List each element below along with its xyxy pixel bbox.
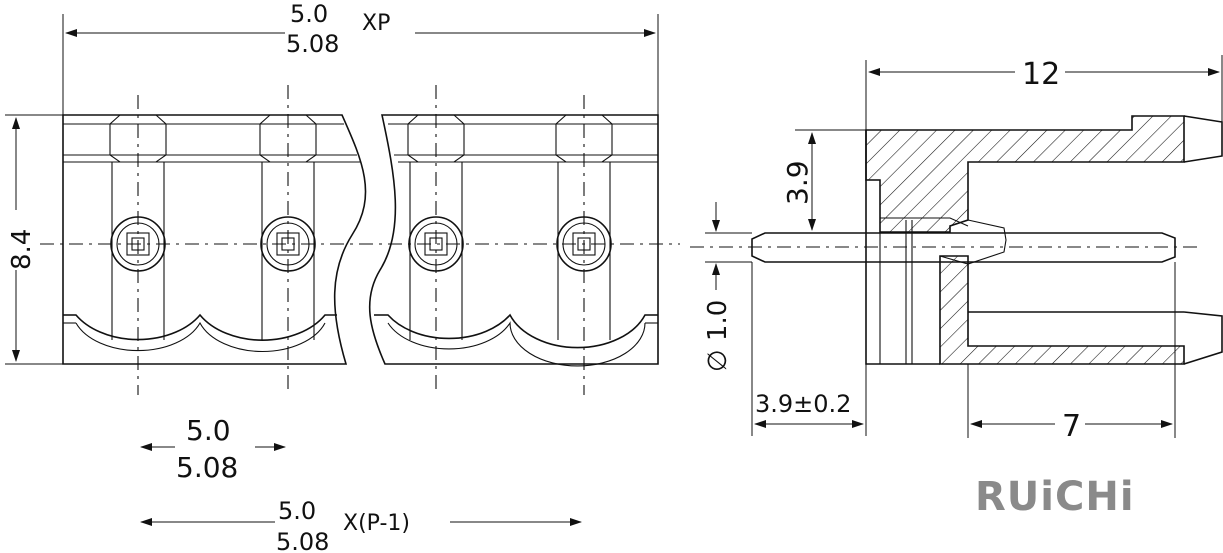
bottom-scallops bbox=[63, 313, 658, 367]
brand-logo: RUiCHi bbox=[975, 474, 1135, 520]
upper-hatch bbox=[865, 115, 1185, 233]
dim-pin-diameter: ∅ 1.0 bbox=[703, 202, 752, 372]
pin-diameter-label: ∅ 1.0 bbox=[703, 300, 733, 372]
connector-body-right bbox=[368, 114, 659, 365]
span-top: 5.0 bbox=[278, 497, 316, 525]
body-vertical-lines bbox=[111, 162, 611, 340]
front-view: 5.0 5.08 XP 8.4 5.0 5.08 5.0 5.08 X(P-1) bbox=[4, 0, 680, 553]
span-bottom: 5.08 bbox=[276, 528, 329, 553]
dim-span: 5.0 5.08 X(P-1) bbox=[140, 497, 582, 553]
length-label: 12 bbox=[1022, 57, 1060, 92]
dim-total-width: 5.0 5.08 XP bbox=[62, 0, 659, 115]
center-lines bbox=[40, 85, 680, 395]
pitch-top: 5.0 bbox=[186, 414, 231, 447]
total-width-bottom: 5.08 bbox=[286, 30, 339, 58]
lower-hatch bbox=[939, 255, 1185, 365]
height-label: 8.4 bbox=[7, 229, 37, 270]
dim-height: 8.4 bbox=[4, 114, 63, 365]
span-suffix: X(P-1) bbox=[343, 511, 410, 536]
dim-pitch: 5.0 5.08 bbox=[140, 414, 286, 484]
side-height-label: 3.9 bbox=[781, 160, 814, 205]
body-horizontal-lines bbox=[63, 123, 658, 324]
side-view: 12 3.9 ∅ 1.0 3.9±0.2 bbox=[690, 55, 1223, 444]
total-width-suffix: XP bbox=[362, 11, 390, 36]
dim-depth: 7 bbox=[967, 262, 1176, 444]
dim-height-side: 3.9 bbox=[781, 129, 866, 231]
dim-pin-length: 3.9±0.2 bbox=[751, 262, 867, 436]
dim-length: 12 bbox=[865, 55, 1223, 130]
pitch-bottom: 5.08 bbox=[176, 451, 238, 484]
pin bbox=[751, 232, 1176, 263]
pin-length-label: 3.9±0.2 bbox=[755, 390, 851, 418]
connector-body-left bbox=[62, 114, 367, 365]
total-width-top: 5.0 bbox=[290, 0, 328, 28]
depth-label: 7 bbox=[1062, 409, 1081, 444]
